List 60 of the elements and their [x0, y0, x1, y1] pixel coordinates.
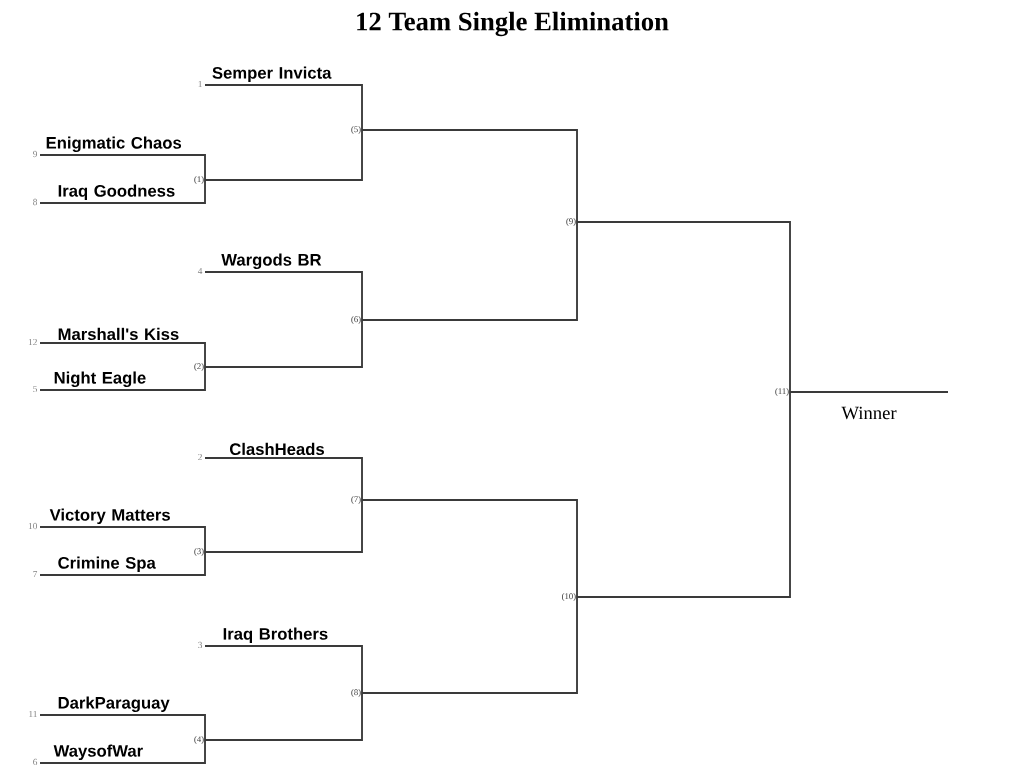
seed-number: 5 — [33, 385, 38, 393]
seed-number: 9 — [33, 150, 38, 158]
bracket-line — [789, 391, 949, 393]
team-name: ClashHeads — [229, 442, 324, 456]
bracket-line — [39, 739, 206, 764]
bracket-line — [39, 154, 206, 181]
seed-number: 6 — [33, 758, 38, 766]
team-name: Enigmatic Chaos — [46, 136, 182, 153]
bracket-line — [204, 499, 363, 553]
bracket-line — [576, 391, 791, 598]
bracket-line — [204, 84, 363, 131]
bracket-line — [204, 457, 363, 501]
bracket-line — [39, 366, 206, 391]
match-number: (2) — [194, 363, 204, 371]
team-name: Wargods BR — [221, 253, 322, 270]
team-name: Iraq Goodness — [58, 184, 175, 201]
team-name: Marshall's Kiss — [58, 327, 179, 341]
bracket-line — [39, 551, 206, 576]
seed-number: 4 — [197, 267, 203, 275]
match-number: (1) — [194, 176, 204, 184]
seed-number: 10 — [28, 522, 38, 530]
team-name: Night Eagle — [54, 371, 146, 388]
bracket-line — [39, 526, 206, 553]
team-name: Victory Matters — [49, 508, 170, 525]
team-name: Crimine Spa — [58, 556, 156, 573]
match-number: (10) — [562, 593, 576, 601]
title: 12 Team Single Elimination — [357, 11, 669, 37]
bracket-line — [204, 692, 363, 741]
seed-number: 1 — [198, 80, 202, 88]
bracket-line — [204, 319, 363, 368]
bracket-line — [361, 221, 578, 321]
match-number: (9) — [566, 218, 576, 226]
seed-number: 3 — [198, 641, 203, 649]
seed-number: 8 — [33, 198, 38, 206]
bracket-line — [39, 714, 206, 741]
seed-number: 2 — [198, 453, 202, 461]
team-name: Iraq Brothers — [223, 627, 328, 644]
bracket-line — [39, 179, 206, 204]
match-number: (6) — [351, 316, 361, 324]
match-number: (3) — [194, 548, 204, 556]
team-name: WaysofWar — [53, 744, 143, 761]
bracket-line — [204, 645, 363, 694]
seed-number: 12 — [28, 338, 37, 346]
match-number: (5) — [351, 126, 361, 134]
bracket-line — [204, 271, 363, 321]
match-number: (8) — [351, 689, 361, 697]
bracket-line — [576, 221, 791, 393]
seed-number: 7 — [33, 570, 38, 578]
match-number: (11) — [775, 388, 789, 396]
bracket-line — [361, 129, 578, 223]
bracket-line — [39, 342, 206, 368]
seed-number: 11 — [29, 710, 37, 718]
bracket-line — [361, 499, 578, 598]
match-number: (4) — [194, 736, 204, 744]
match-number: (7) — [351, 496, 361, 504]
team-name: Semper Invicta — [212, 66, 332, 83]
team-name: DarkParaguay — [58, 696, 170, 713]
bracket-line — [361, 596, 578, 694]
bracket-line — [204, 129, 363, 181]
winner-label: Winner — [841, 406, 897, 420]
